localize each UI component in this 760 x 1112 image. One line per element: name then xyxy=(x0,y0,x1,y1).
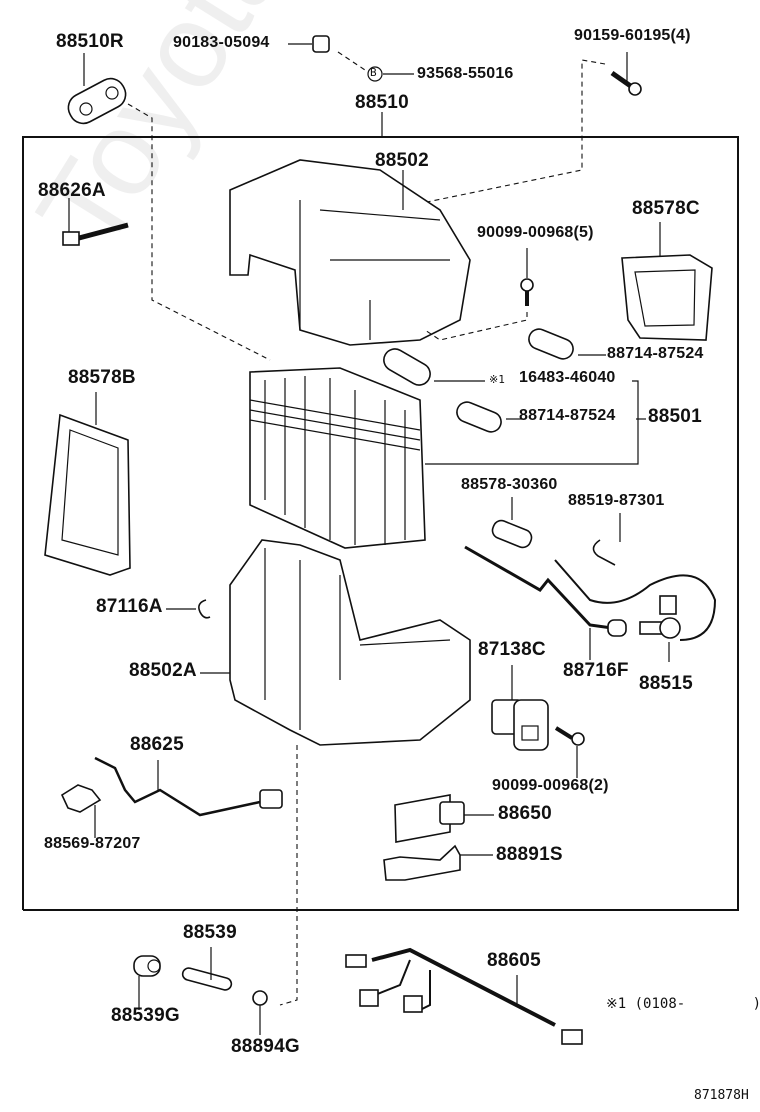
part-label-88625[interactable]: 88625 xyxy=(130,734,184,755)
holder-88569-87207-drawing xyxy=(60,784,102,838)
part-label-88510r[interactable]: 88510R xyxy=(56,31,124,52)
footnote-marker: ※1 xyxy=(606,996,627,1012)
pipe-88716f-drawing xyxy=(464,545,627,660)
screw-90099-2-drawing xyxy=(554,726,585,778)
footnote: ※1 (0108- ) xyxy=(606,996,760,1012)
part-label-88539g[interactable]: 88539G xyxy=(111,1005,180,1026)
wire-harness-88605-drawing xyxy=(345,947,583,1045)
part-label-88501[interactable]: 88501 xyxy=(648,406,702,427)
screw-90099-5-drawing xyxy=(424,248,534,341)
part-label-88714-87524-a[interactable]: 88714-87524 xyxy=(607,345,704,362)
assembly-frame xyxy=(22,136,739,911)
clamp-88894g-drawing xyxy=(252,990,268,1035)
resistor-87138c-drawing xyxy=(491,665,549,751)
part-label-88569-87207[interactable]: 88569-87207 xyxy=(44,835,141,852)
part-label-87138c[interactable]: 87138C xyxy=(478,639,546,660)
amplifier-88650-drawing xyxy=(394,794,494,843)
bracket-88891s-drawing xyxy=(383,844,493,881)
part-label-88626a[interactable]: 88626A xyxy=(38,180,106,201)
lower-case-88502a-drawing xyxy=(200,539,471,1006)
clip-88578-30360-drawing xyxy=(491,497,533,549)
part-label-88515[interactable]: 88515 xyxy=(639,673,693,694)
valve-88515-drawing xyxy=(554,559,717,662)
part-label-88502[interactable]: 88502 xyxy=(375,150,429,171)
part-label-88578c[interactable]: 88578C xyxy=(632,198,700,219)
clip-88714-a-drawing xyxy=(528,328,606,360)
upper-case-88502-drawing xyxy=(229,159,471,346)
part-label-88714-87524-b[interactable]: 88714-87524 xyxy=(519,407,616,424)
part-label-88578-30360[interactable]: 88578-30360 xyxy=(461,476,558,493)
part-label-93568-55016[interactable]: 93568-55016 xyxy=(417,65,514,82)
part-label-90183-05094[interactable]: 90183-05094 xyxy=(173,34,270,51)
clip-87116a-drawing xyxy=(166,599,211,619)
footnote-text: (0108- ) xyxy=(634,996,760,1012)
clip-88519-87301-drawing xyxy=(592,513,621,566)
part-label-90159-60195[interactable]: 90159-60195(4) xyxy=(574,27,691,44)
part-label-88650[interactable]: 88650 xyxy=(498,803,552,824)
tube-16483-drawing xyxy=(383,348,646,465)
part-label-88605[interactable]: 88605 xyxy=(487,950,541,971)
part-label-87116a[interactable]: 87116A xyxy=(96,596,163,617)
part-label-88716f[interactable]: 88716F xyxy=(563,660,629,681)
clip-90183-drawing xyxy=(288,35,414,82)
packing-88578b-drawing xyxy=(44,392,131,576)
pin-88539-drawing xyxy=(181,947,233,991)
part-label-16483-46040[interactable]: 16483-46040 xyxy=(519,369,616,386)
cable-tie-88626a-drawing xyxy=(62,198,129,246)
part-label-88510[interactable]: 88510 xyxy=(355,92,409,113)
part-label-88539[interactable]: 88539 xyxy=(183,922,237,943)
part-label-88502a[interactable]: 88502A xyxy=(129,660,197,681)
packing-88578c-drawing xyxy=(621,222,713,341)
sensor-88625-drawing xyxy=(94,756,283,817)
part-label-90099-00968-2[interactable]: 90099-00968(2) xyxy=(492,777,609,794)
screw-90159-drawing xyxy=(329,52,642,223)
part-label-88894g[interactable]: 88894G xyxy=(231,1036,300,1057)
part-label-88891s[interactable]: 88891S xyxy=(496,844,563,865)
grommet-88539g-drawing xyxy=(133,955,161,1010)
clip-88714-b-drawing xyxy=(456,401,522,433)
evaporator-88501-drawing xyxy=(249,367,426,549)
figure-id: 871878H xyxy=(694,1088,749,1103)
grommet-88510r-drawing xyxy=(67,53,271,361)
bolt-symbol-circle xyxy=(367,66,383,82)
part-label-88519-87301[interactable]: 88519-87301 xyxy=(568,492,665,509)
part-label-88578b[interactable]: 88578B xyxy=(68,367,136,388)
bolt-symbol: B xyxy=(370,66,377,79)
part-label-90099-00968-5[interactable]: 90099-00968(5) xyxy=(477,224,594,241)
footnote-marker-inline: ※1 xyxy=(489,373,505,386)
